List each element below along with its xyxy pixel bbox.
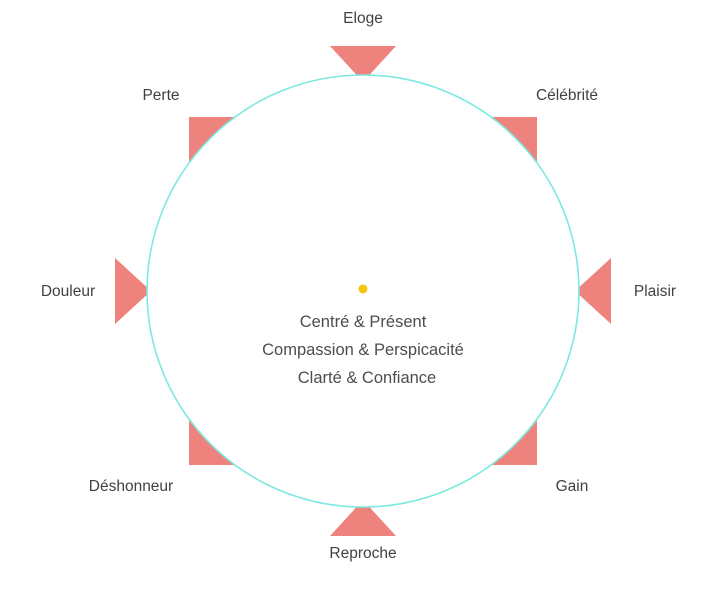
label-bottom: Reproche: [329, 545, 396, 562]
label-top-right: Célébrité: [536, 87, 598, 104]
wind-triangle-top: [330, 46, 396, 82]
wind-triangle-left: [115, 258, 151, 324]
label-top: Eloge: [343, 10, 383, 27]
center-line-3: Clarté & Confiance: [298, 369, 437, 387]
center-line-2: Compassion & Perspicacité: [262, 341, 464, 359]
center-dot: [358, 284, 368, 294]
wind-triangle-right: [575, 258, 611, 324]
wind-triangle-bottom: [330, 500, 396, 536]
label-right: Plaisir: [634, 283, 676, 300]
label-top-left: Perte: [142, 87, 179, 104]
label-bottom-right: Gain: [556, 478, 589, 495]
center-line-1: Centré & Présent: [300, 313, 427, 331]
label-left: Douleur: [41, 283, 95, 300]
label-bottom-left: Déshonneur: [89, 478, 173, 495]
